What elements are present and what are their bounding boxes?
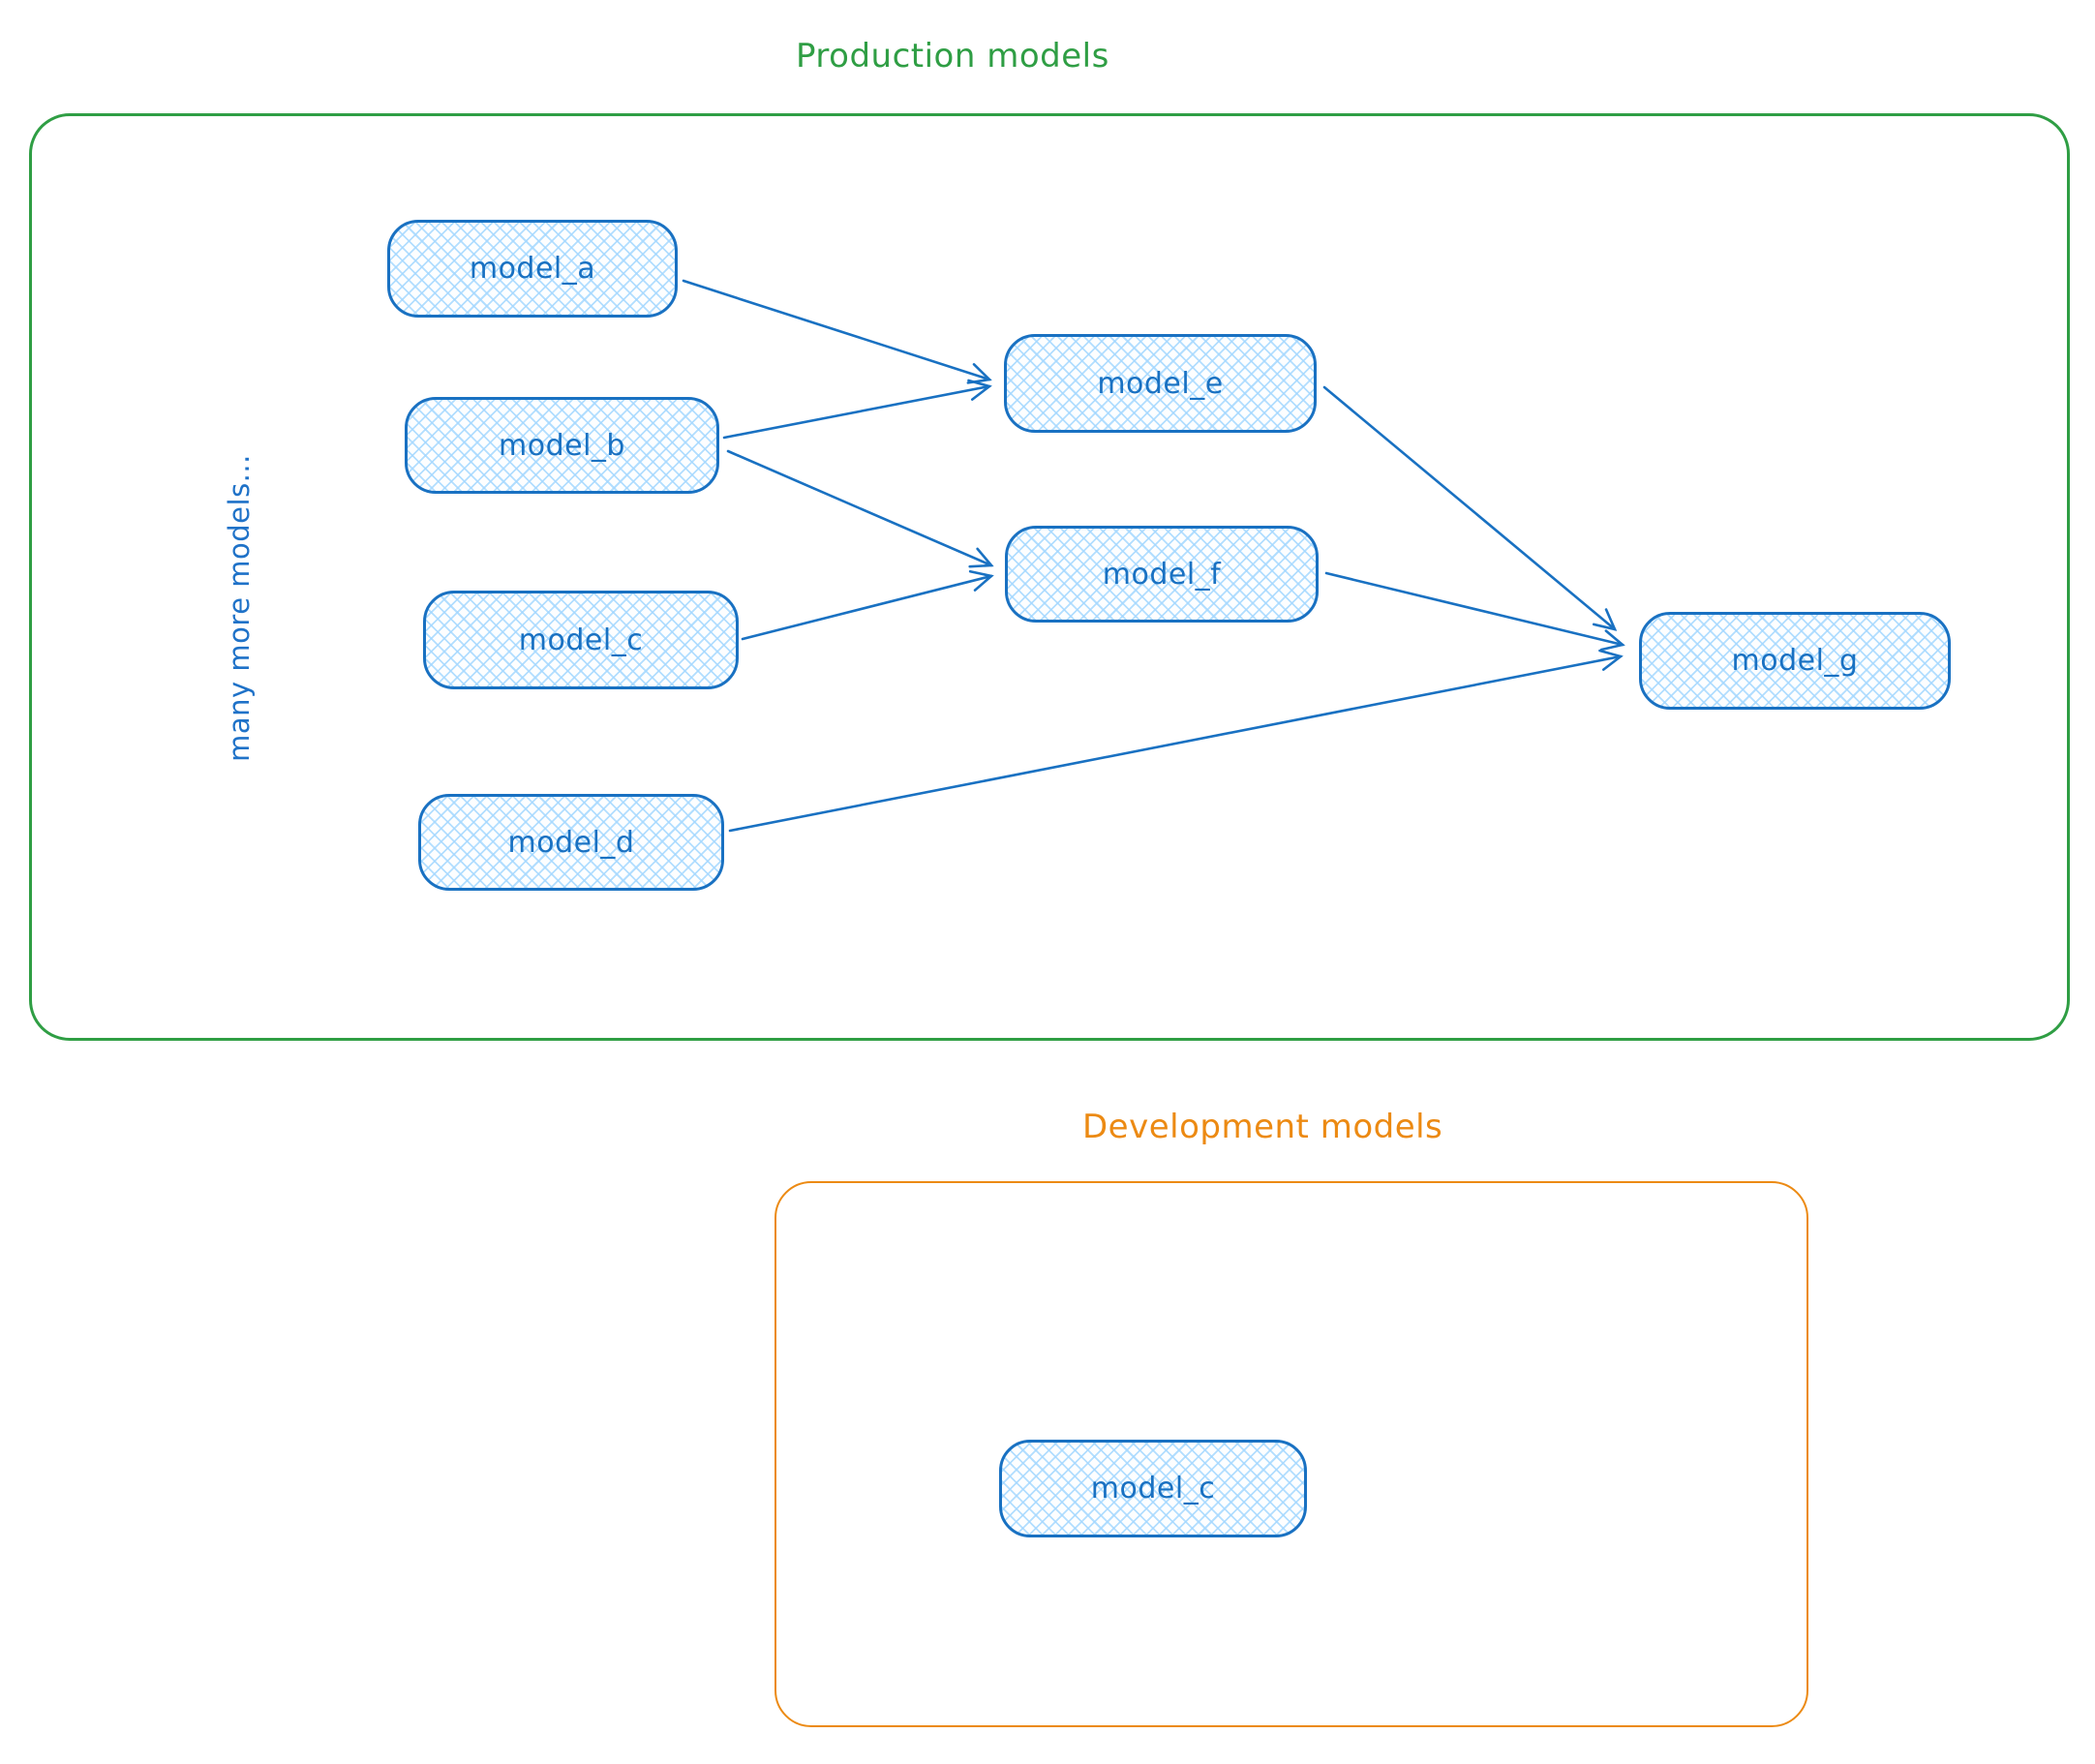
node-model-a: model_a xyxy=(387,220,678,318)
node-model-d-label: model_d xyxy=(507,825,635,860)
development-group-title: Development models xyxy=(1082,1108,1443,1146)
node-model-c-development: model_c xyxy=(999,1440,1307,1537)
node-model-c-label: model_c xyxy=(518,623,644,657)
node-model-c: model_c xyxy=(423,591,739,689)
node-model-b: model_b xyxy=(405,397,719,494)
production-group-box xyxy=(29,113,2070,1041)
production-group-title: Production models xyxy=(796,37,1109,76)
node-model-e-label: model_e xyxy=(1097,366,1224,401)
node-model-f-label: model_f xyxy=(1102,557,1222,592)
node-model-e: model_e xyxy=(1004,334,1317,433)
node-model-d: model_d xyxy=(418,794,724,891)
node-model-f: model_f xyxy=(1005,526,1319,623)
node-model-c-development-label: model_c xyxy=(1090,1472,1216,1505)
many-more-models-label: many more models... xyxy=(223,454,256,762)
node-model-g: model_g xyxy=(1639,612,1951,710)
development-group-box xyxy=(774,1181,1808,1727)
node-model-b-label: model_b xyxy=(499,428,625,463)
node-model-a-label: model_a xyxy=(469,252,596,286)
node-model-g-label: model_g xyxy=(1731,644,1859,678)
